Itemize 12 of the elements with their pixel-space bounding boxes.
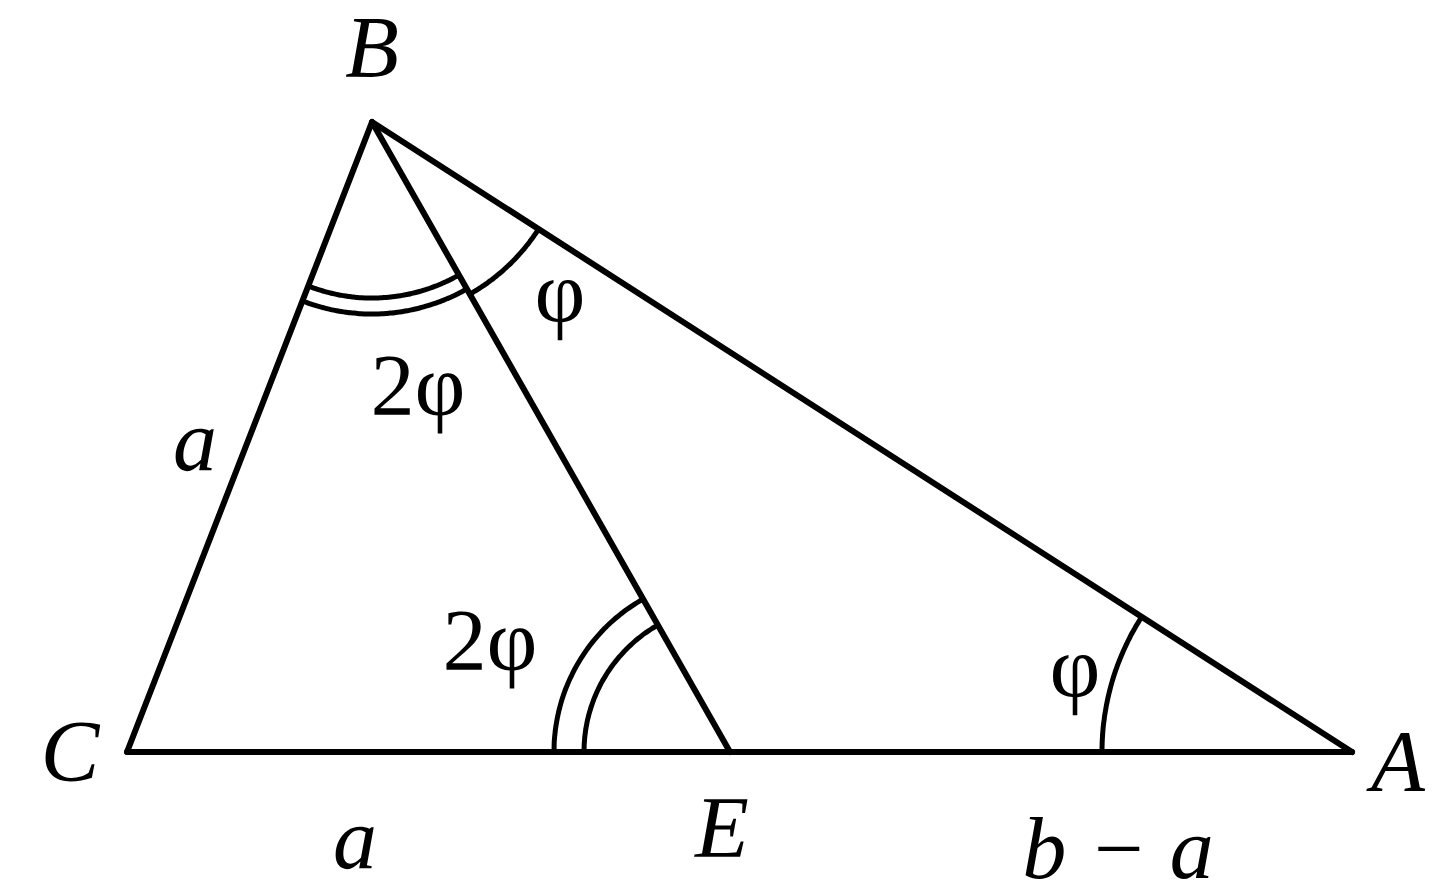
triangle-side (727, 749, 1355, 755)
edge-label: b − a (1025, 817, 1211, 879)
vertex-label: E (694, 799, 748, 857)
angle-label: 2φ (374, 356, 462, 434)
vertex-label: A (1366, 732, 1426, 792)
angle-label: φ (538, 279, 582, 341)
edge-label: a (175, 428, 214, 472)
vertex-label: B (345, 19, 397, 77)
angle-label: 2φ (446, 611, 534, 689)
vertex-label: C (45, 722, 101, 782)
edge-label: a (335, 826, 374, 870)
angle-label: φ (1053, 654, 1097, 716)
